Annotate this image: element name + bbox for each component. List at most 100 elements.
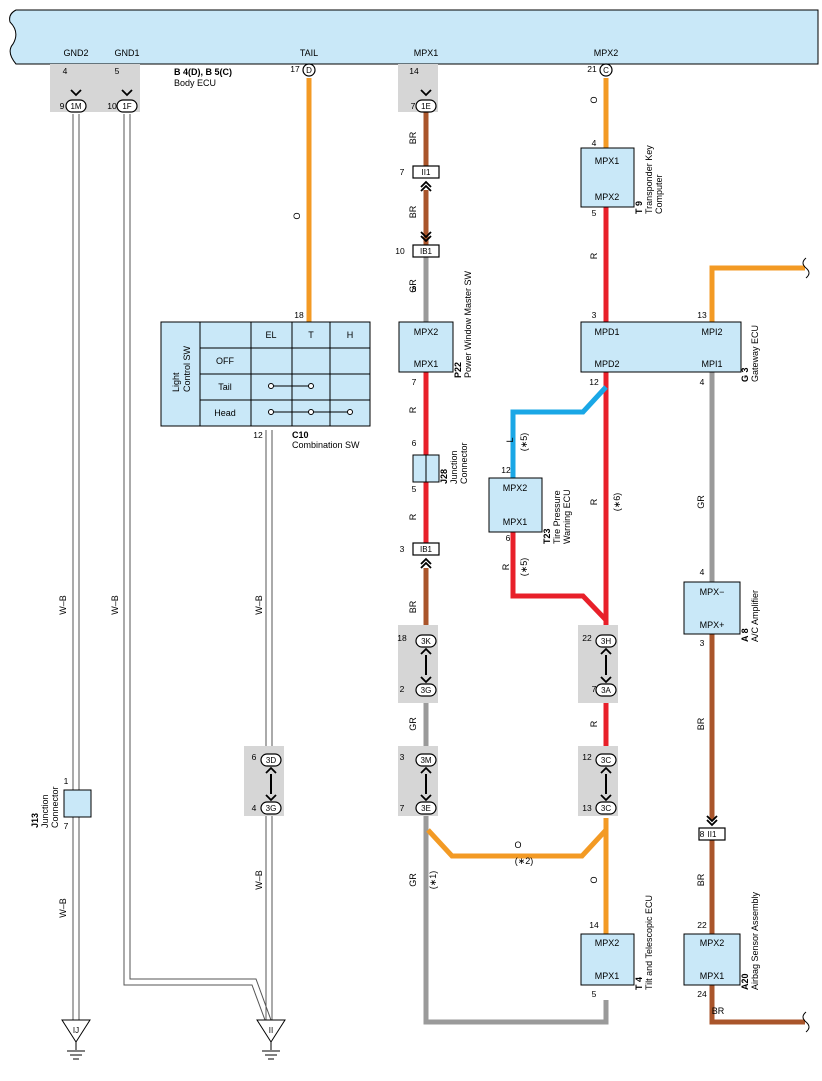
tire-pressure-name-2: Warning ECU <box>562 489 572 544</box>
junction-marker <box>412 244 440 258</box>
svg-text:MPD1: MPD1 <box>594 327 619 337</box>
wire-tpw-r <box>510 532 608 622</box>
combination-sw-code: C10 <box>292 430 309 440</box>
pin-number: 7 <box>400 167 405 177</box>
svg-text:MPX2: MPX2 <box>503 483 528 493</box>
junction-marker-label: II1 <box>708 830 717 839</box>
connector-oval-label: 3K <box>421 637 431 646</box>
wire-combsw-wb <box>265 430 273 1020</box>
switch-title-2: Control SW <box>182 345 192 392</box>
connector-oval <box>595 683 617 697</box>
wire-color-label: W–B <box>58 898 68 918</box>
arrow-down-icon <box>420 794 432 802</box>
pin-number: 13 <box>582 803 592 813</box>
switch-col-h: H <box>347 330 354 340</box>
pin-number: 5 <box>592 989 597 999</box>
power-window-name: Power Window Master SW <box>463 270 473 378</box>
connector-oval-label: C <box>603 66 609 75</box>
connector-oval-label: 3H <box>601 637 611 646</box>
arrow-down-icon <box>420 676 432 684</box>
connector-oval-label: 3M <box>420 756 431 765</box>
svg-text:MPX1: MPX1 <box>700 971 725 981</box>
light-control-switch: EL T H OFF Tail Head Light Control SW C1… <box>160 321 371 450</box>
tilt-telescopic-name: Tilt and Telescopic ECU <box>644 895 654 990</box>
connector-oval <box>302 63 316 77</box>
pin-number: 18 <box>397 633 407 643</box>
wire-color-label: L <box>505 437 515 442</box>
j13-name-2: Connector <box>50 786 60 828</box>
pin-number: 10 <box>395 246 405 256</box>
svg-text:MPX2: MPX2 <box>700 938 725 948</box>
pin-number: 5 <box>412 484 417 494</box>
wire-color-label: BR <box>408 600 418 613</box>
svg-text:MPX2: MPX2 <box>595 192 620 202</box>
j13-code: J13 <box>30 813 40 828</box>
connector-oval <box>415 801 437 815</box>
airbag-name: Airbag Sensor Assembly <box>750 891 760 990</box>
connector-oval <box>595 753 617 767</box>
connector-oval-label: 3C <box>601 756 611 765</box>
junction-connector-j28: J28 Junction Connector <box>412 442 469 484</box>
pin-number: 3 <box>400 544 405 554</box>
gateway-ecu: MPD1 MPD2 MPI2 MPI1 G 3 Gateway ECU <box>580 321 760 382</box>
junction-marker <box>412 542 440 556</box>
connector-oval <box>415 753 437 767</box>
arrow-down-icon <box>420 231 432 239</box>
pin-number: 7 <box>411 101 416 111</box>
wire-gnd2-wb <box>72 114 80 1020</box>
arrow-down-icon <box>70 89 82 97</box>
pin-number: 22 <box>582 633 592 643</box>
connector-oval-label: 3G <box>266 804 277 813</box>
j13-name-1: Junction <box>40 794 50 828</box>
connector-oval <box>116 99 138 113</box>
combination-sw-name: Combination SW <box>292 440 360 450</box>
power-window-code: P22 <box>453 362 463 378</box>
connector-oval <box>260 801 282 815</box>
pin-number: 12 <box>589 377 599 387</box>
connector-oval <box>260 753 282 767</box>
pin-number: 7 <box>592 684 597 694</box>
pin-mpx1-label: MPX1 <box>414 48 439 58</box>
wire-color-label: BR <box>408 205 418 218</box>
wire-color-label: BR <box>712 1006 725 1016</box>
transponder-key-computer: MPX1 MPX2 T 9 Transponder Key Computer <box>580 145 664 214</box>
pin-number: 2 <box>400 684 405 694</box>
wire-color-label: W–B <box>110 595 120 615</box>
pin-number: 24 <box>697 989 707 999</box>
wire-color-label: GR <box>408 717 418 731</box>
pin-number: 7 <box>412 377 417 387</box>
gateway-code: G 3 <box>740 367 750 382</box>
wire-branch-o <box>426 828 608 859</box>
option-note: (∗1) <box>428 871 438 890</box>
switch-row-off: OFF <box>216 356 234 366</box>
wire-airbag-br <box>709 985 805 1025</box>
wire-color-label: R <box>501 563 511 570</box>
wire-color-label: R <box>408 406 418 413</box>
wire-color-label: O <box>292 212 302 219</box>
wires <box>72 78 810 1033</box>
svg-text:MPX+: MPX+ <box>700 620 725 630</box>
svg-text:MPI2: MPI2 <box>701 327 722 337</box>
wire-mpx1-gr3 <box>423 815 609 1025</box>
arrow-down-icon <box>420 89 432 97</box>
pin-number: 5 <box>592 208 597 218</box>
pin-gnd1-label: GND1 <box>114 48 139 58</box>
pin-gnd2-label: GND2 <box>63 48 88 58</box>
pin-number: 12 <box>582 752 592 762</box>
svg-text:MPX1: MPX1 <box>595 156 620 166</box>
svg-text:MPX2: MPX2 <box>414 327 439 337</box>
svg-text:MPI1: MPI1 <box>701 359 722 369</box>
ac-amplifier-code: A 8 <box>740 628 750 642</box>
junction-connector-j13: J13 Junction Connector <box>30 786 92 828</box>
option-note: (∗5) <box>519 558 529 577</box>
arrow-up-icon <box>420 184 432 192</box>
wire-color-label: R <box>589 720 599 727</box>
junction-marker <box>698 827 726 841</box>
wire-color-label: W–B <box>254 870 264 890</box>
pin-number: 14 <box>409 66 419 76</box>
pin-number: 4 <box>63 66 68 76</box>
pin-number: 4 <box>252 803 257 813</box>
tilt-telescopic-code: T 4 <box>634 977 644 990</box>
